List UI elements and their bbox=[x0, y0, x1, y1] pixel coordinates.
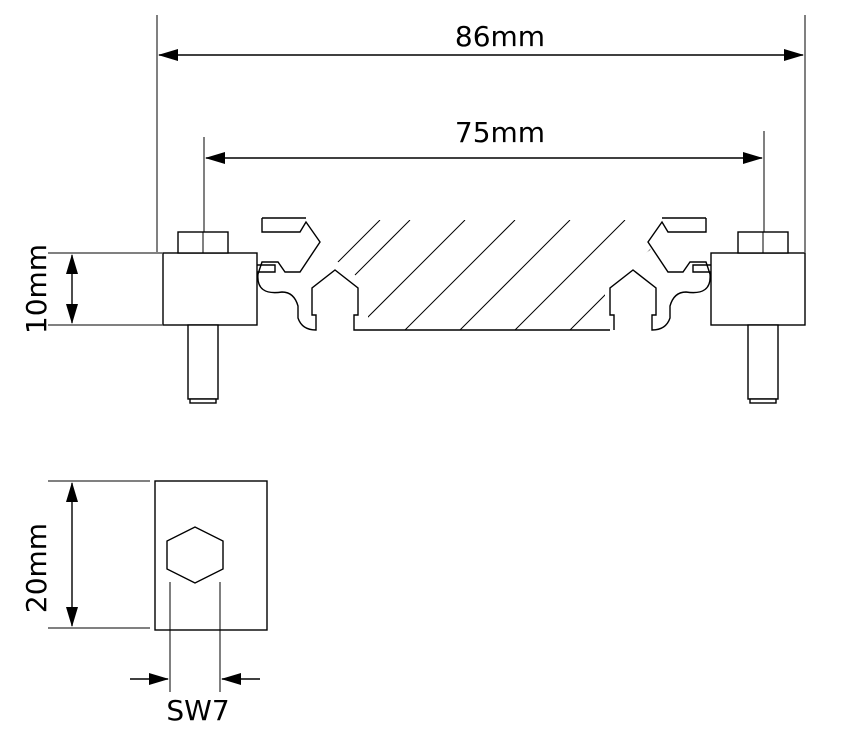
left-clamp bbox=[162, 231, 276, 404]
right-clamp bbox=[692, 231, 806, 404]
right-bolt bbox=[747, 324, 779, 400]
overall-width-dimension: 86mm bbox=[156, 15, 806, 252]
right-clamp-body bbox=[710, 252, 806, 326]
clamp-top-view-body bbox=[154, 480, 268, 631]
right-bolt-tip bbox=[749, 398, 777, 404]
clamp-length-label: 20mm bbox=[20, 523, 53, 613]
hex-nut-icon bbox=[166, 526, 224, 584]
left-clamp-lip bbox=[257, 264, 276, 273]
overall-width-label: 86mm bbox=[455, 20, 545, 53]
clamp-height-dimension: 10mm bbox=[20, 244, 162, 334]
left-clamp-body bbox=[162, 252, 258, 326]
left-bolt-tip bbox=[189, 398, 217, 404]
rail-outline-left bbox=[257, 218, 610, 331]
inner-width-dimension: 75mm bbox=[203, 116, 765, 232]
left-bolt bbox=[187, 324, 219, 400]
wrench-size-label: SW7 bbox=[166, 694, 229, 727]
inner-width-label: 75mm bbox=[455, 116, 545, 149]
rail-outline-right bbox=[609, 218, 711, 331]
clamp-top-view: 20mm SW7 bbox=[20, 480, 268, 727]
clamp-height-label: 10mm bbox=[20, 244, 53, 334]
right-clamp-lip bbox=[692, 264, 711, 273]
hatch-pattern bbox=[320, 220, 662, 330]
rail-profile bbox=[257, 217, 711, 331]
